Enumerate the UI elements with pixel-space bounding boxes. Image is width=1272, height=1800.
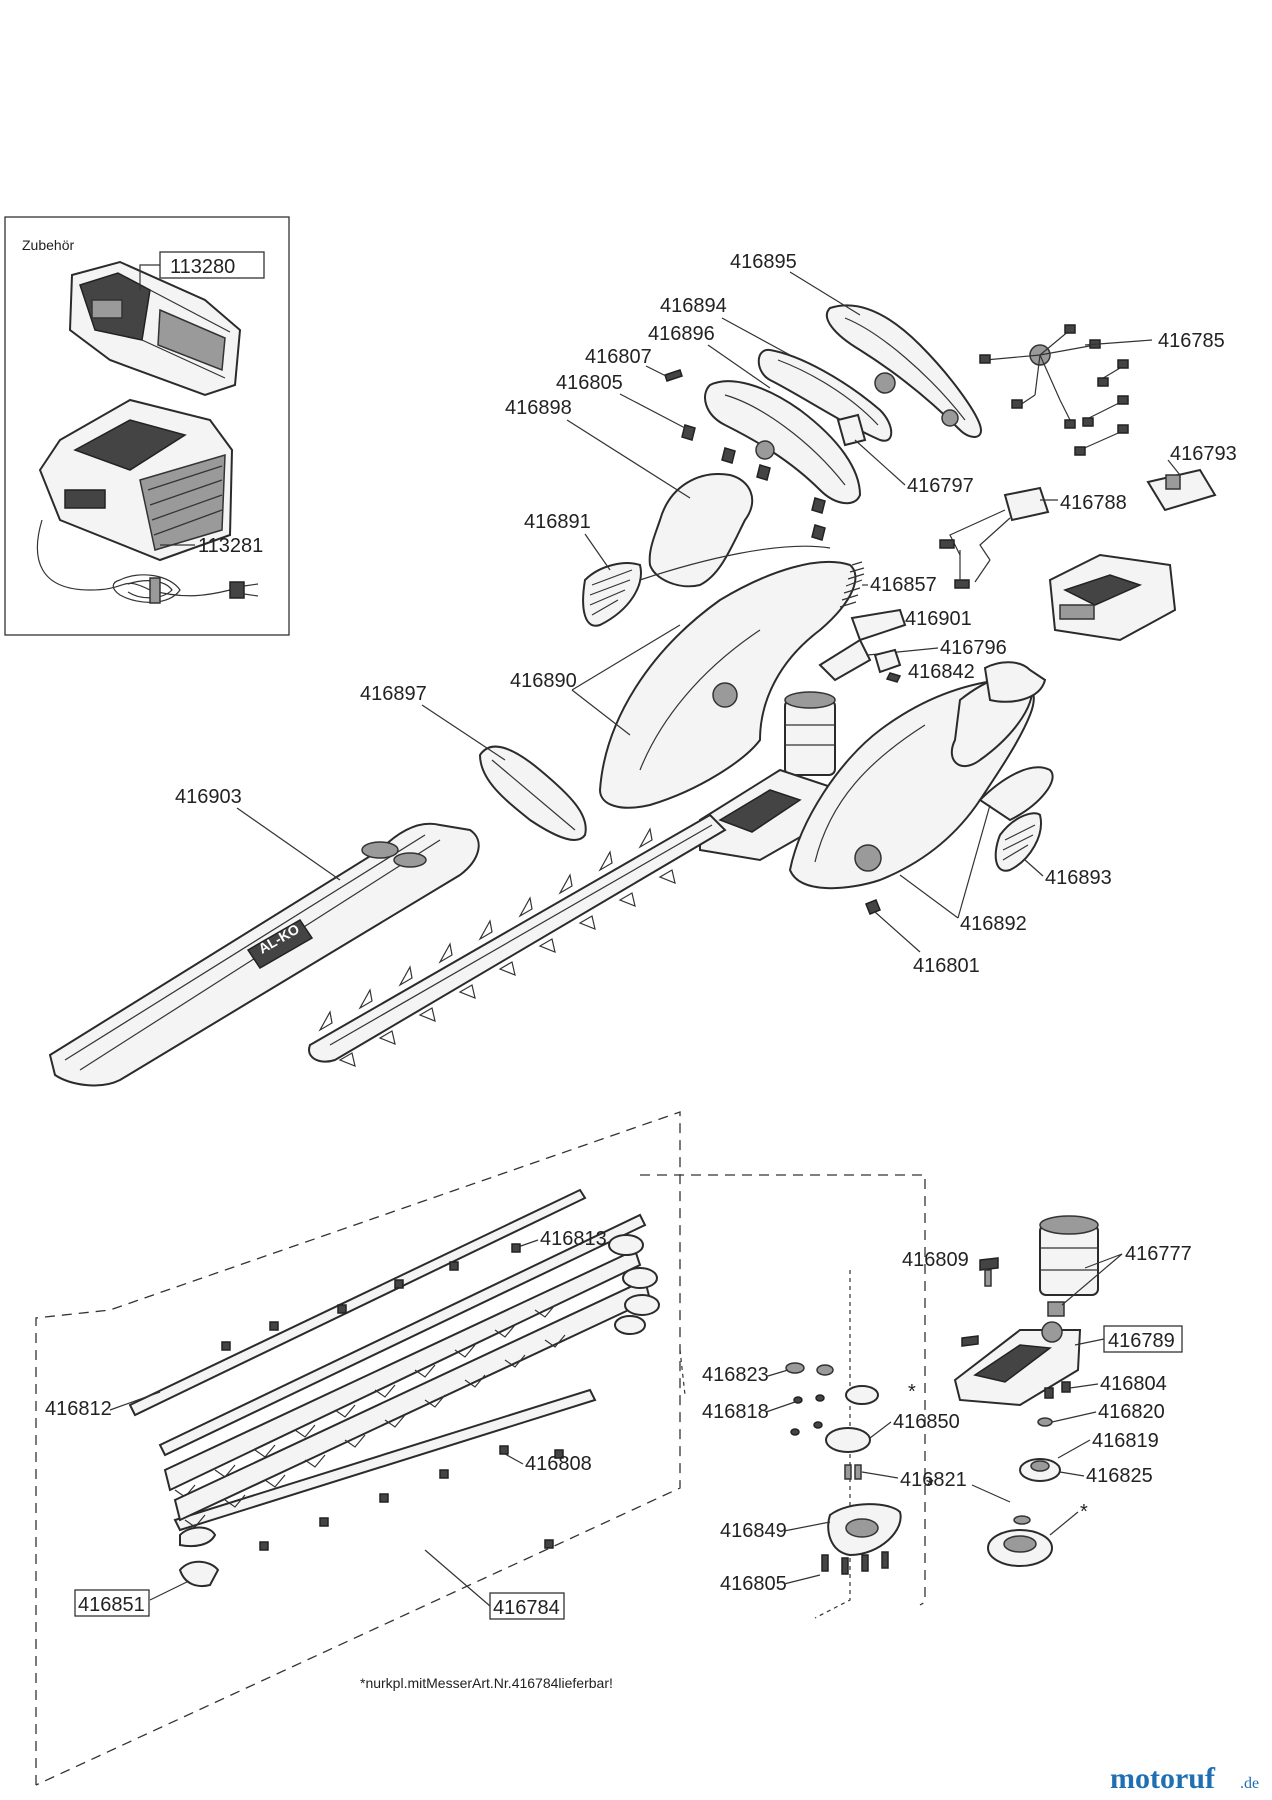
accessories-box: Zubehör 113280 113281	[4, 216, 290, 636]
part-label-416788: 416788	[1060, 492, 1127, 514]
handle-frame-part	[704, 380, 862, 505]
accessories-title: Zubehör	[22, 237, 74, 253]
part-label-416894: 416894	[660, 295, 727, 317]
part-label-416842: 416842	[908, 661, 975, 683]
lower-nuts	[221, 1261, 564, 1551]
handle-cover-part	[825, 304, 982, 438]
electronics-chip-part	[1146, 468, 1217, 512]
housing-half-part	[598, 545, 857, 809]
lock-button-part	[873, 648, 902, 683]
part-label-416821: 416821	[900, 1469, 967, 1491]
part-label-416850: 416850	[893, 1411, 960, 1433]
label-box-416789	[1103, 1325, 1183, 1353]
screw-right	[865, 899, 881, 915]
blade-discs	[608, 1234, 660, 1335]
part-label-416797: 416797	[907, 475, 974, 497]
part-label-416807: 416807	[585, 346, 652, 368]
part-label-416897: 416897	[360, 683, 427, 705]
dashed-frame	[35, 1111, 926, 1786]
motor-upper	[784, 691, 836, 776]
battery-pack-right	[1048, 553, 1177, 642]
part-label-416820: 416820	[1098, 1401, 1165, 1423]
wiring-harness-part	[979, 324, 1129, 456]
part-label-416896: 416896	[648, 323, 715, 345]
part-label-416890: 416890	[510, 670, 577, 692]
asterisk-1: *	[908, 1381, 916, 1403]
part-label-416789: 416789	[1108, 1330, 1175, 1352]
switch-part	[836, 413, 867, 447]
gearbox-lower	[953, 1321, 1082, 1407]
part-label-416892: 416892	[960, 913, 1027, 935]
cover-plate-part	[648, 473, 754, 588]
battery-charger	[38, 398, 234, 562]
side-cover-part	[478, 745, 587, 841]
part-label-416784: 416784	[493, 1597, 560, 1619]
part-label-416825: 416825	[1086, 1465, 1153, 1487]
part-label-416796: 416796	[940, 637, 1007, 659]
screw-group-top	[664, 369, 826, 541]
part-label-416809: 416809	[902, 1249, 969, 1271]
part-label-113281: 113281	[198, 535, 263, 557]
watermark-brand: motoruf	[1110, 1762, 1216, 1795]
part-label-416851: 416851	[78, 1594, 145, 1616]
part-label-416793: 416793	[1170, 443, 1237, 465]
part-label-416812: 416812	[45, 1398, 112, 1420]
part-label-416849: 416849	[720, 1520, 787, 1542]
battery-pack	[68, 260, 242, 397]
part-label-416901: 416901	[905, 608, 972, 630]
hedge-blade-upper	[308, 813, 727, 1067]
part-label-416857: 416857	[870, 574, 937, 596]
part-label-416801: 416801	[913, 955, 980, 977]
center-small-parts	[785, 1362, 902, 1575]
part-label-416819: 416819	[1092, 1430, 1159, 1452]
part-label-416808: 416808	[525, 1453, 592, 1475]
vent-grille-part	[582, 562, 642, 627]
charger-cable	[36, 519, 259, 604]
right-grille-part	[994, 812, 1042, 872]
blade-strip-set	[128, 1188, 647, 1532]
part-label-416805-lower: 416805	[720, 1573, 787, 1595]
part-label-113280: 113280	[170, 256, 235, 278]
motor-lower	[1039, 1215, 1099, 1317]
blade-guard-part: AL-KO	[48, 822, 480, 1087]
asterisk-3: *	[1080, 1501, 1088, 1523]
battery-contact-part	[939, 486, 1050, 589]
part-label-416898: 416898	[505, 397, 572, 419]
part-label-416785: 416785	[1158, 330, 1225, 352]
part-label-416895: 416895	[730, 251, 797, 273]
part-label-416805-upper: 416805	[556, 372, 623, 394]
small-clip-part	[179, 1526, 217, 1548]
spring-part	[839, 561, 865, 608]
screw-416809	[979, 1257, 999, 1287]
footnote: *nurkpl.mitMesserArt.Nr.416784lieferbar!	[360, 1675, 613, 1691]
gearbox-upper	[699, 768, 842, 862]
part-label-416804: 416804	[1100, 1373, 1167, 1395]
part-label-416893: 416893	[1045, 867, 1112, 889]
handle-grip	[983, 661, 1047, 703]
part-label-416823: 416823	[702, 1364, 769, 1386]
part-label-416818: 416818	[702, 1401, 769, 1423]
part-label-416903: 416903	[175, 786, 242, 808]
watermark-tld: .de	[1240, 1775, 1259, 1792]
label-box-113280	[159, 251, 265, 279]
watermark-logo: motoruf .de	[1110, 1762, 1259, 1795]
lower-blade-1	[163, 1248, 642, 1498]
part-label-416813: 416813	[540, 1228, 607, 1250]
part-label-416891: 416891	[524, 511, 591, 533]
trigger-part	[850, 608, 907, 642]
part-label-416777: 416777	[1125, 1243, 1192, 1265]
small-parts-right	[987, 1381, 1071, 1567]
asterisk-2: *	[926, 1475, 934, 1497]
label-box-416851	[74, 1589, 150, 1617]
lever-part	[818, 638, 872, 682]
